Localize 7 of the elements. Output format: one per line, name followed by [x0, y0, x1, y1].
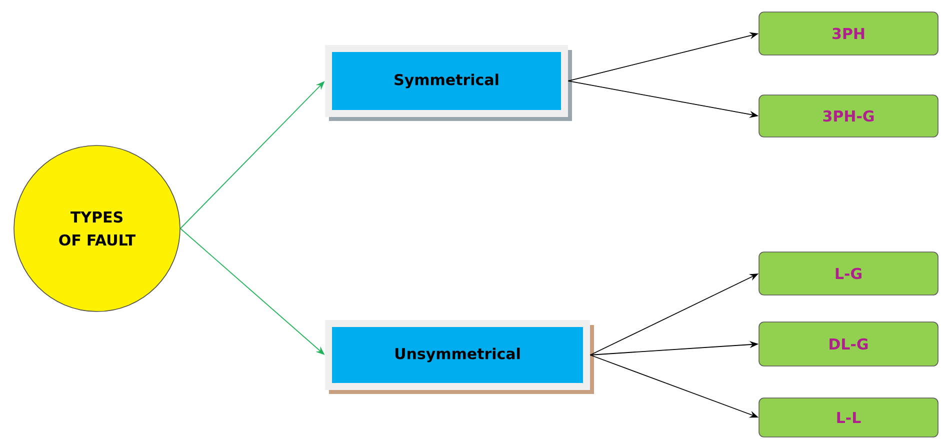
- category-box: Symmetrical: [325, 45, 572, 121]
- fault-type-box: DL-G: [758, 322, 938, 366]
- category-box: Unsymmetrical: [325, 320, 594, 394]
- fault-type-box: 3PH-G: [758, 94, 938, 138]
- fault-type-box: L-G: [758, 252, 938, 296]
- fault-type-box: L-L: [758, 398, 938, 438]
- fault-type-box: 3PH: [758, 12, 938, 56]
